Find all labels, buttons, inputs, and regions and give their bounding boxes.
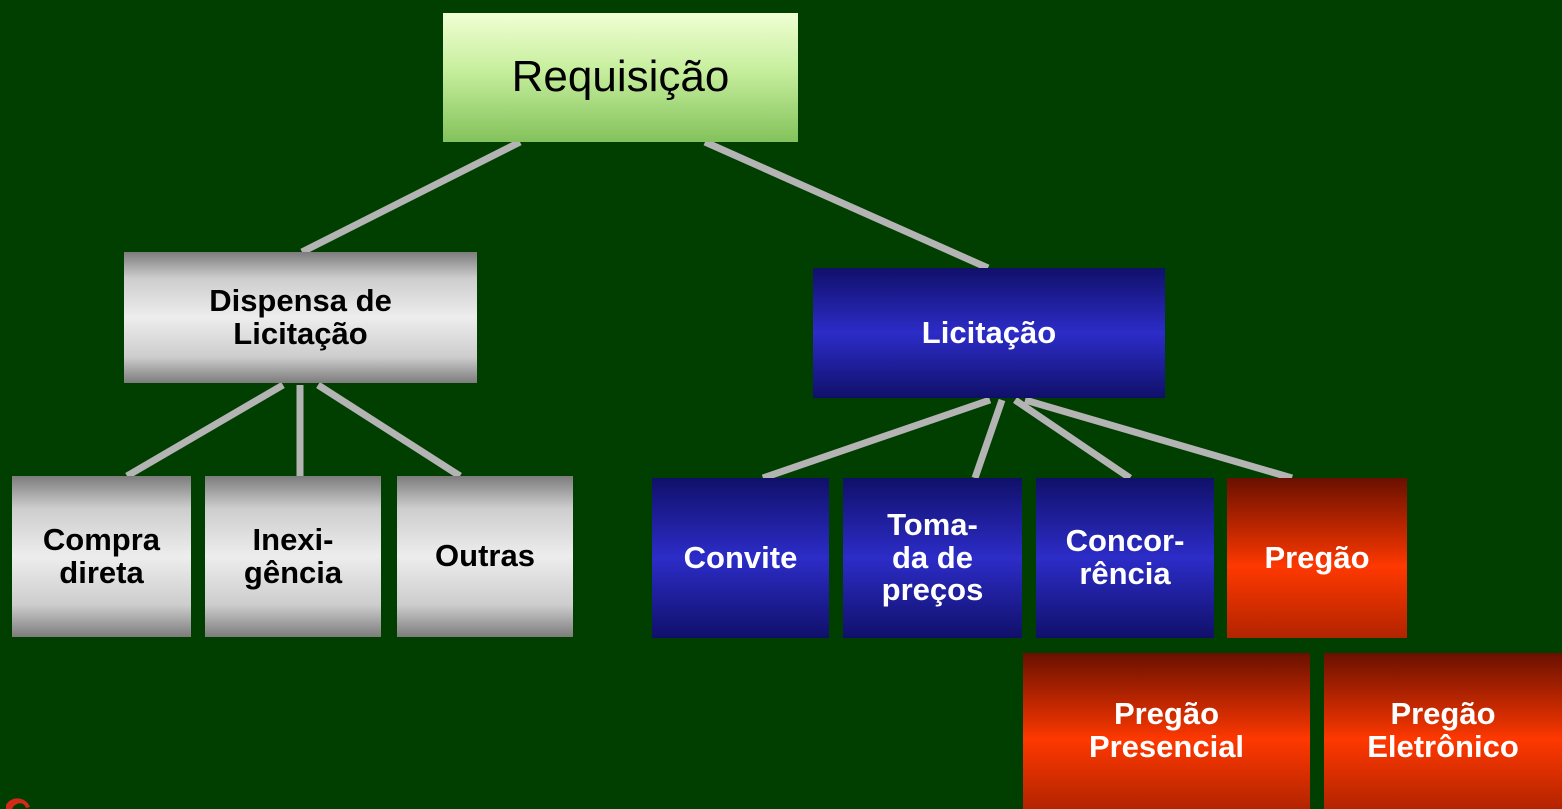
- logo-mark: [6, 798, 30, 809]
- node-concorrencia-label: Concor- rência: [1065, 523, 1185, 591]
- node-licitacao-label: Licitação: [921, 314, 1057, 350]
- node-compra-direta-label: Compra direta: [42, 521, 161, 590]
- node-pregao-eletronico-label: Pregão Eletrônico: [1367, 696, 1519, 764]
- connector-root-dispensa: [300, 138, 522, 256]
- node-tomada-de-precos: Toma- da de preços: [843, 478, 1022, 638]
- node-pregao-label: Pregão: [1264, 539, 1370, 575]
- connector-licitacao-concorrencia: [1013, 397, 1132, 481]
- node-dispensa-de-licitacao-label: Dispensa de Licitação: [209, 282, 392, 351]
- node-convite-label: Convite: [683, 539, 798, 575]
- node-pregao-eletronico: Pregão Eletrônico: [1324, 653, 1562, 809]
- connector-root-licitacao: [703, 138, 990, 272]
- connector-dispensa-outras: [316, 382, 462, 479]
- node-requisicao: Requisição: [443, 13, 798, 142]
- node-convite: Convite: [652, 478, 829, 638]
- connector-licitacao-convite: [761, 396, 992, 482]
- node-pregao-presencial: Pregão Presencial: [1023, 653, 1310, 809]
- node-tomada-de-precos-label: Toma- da de preços: [881, 507, 984, 608]
- node-outras-label: Outras: [435, 538, 535, 574]
- node-inexigencia: Inexi- gência: [205, 476, 381, 637]
- connector-licitacao-pregao: [1024, 396, 1293, 482]
- node-concorrencia: Concor- rência: [1036, 478, 1214, 638]
- node-pregao-presencial-label: Pregão Presencial: [1088, 696, 1245, 764]
- connector-licitacao-tomada: [971, 398, 1006, 480]
- node-requisicao-label: Requisição: [511, 52, 730, 102]
- node-licitacao: Licitação: [813, 268, 1165, 398]
- node-compra-direta: Compra direta: [12, 476, 191, 637]
- node-dispensa-de-licitacao: Dispensa de Licitação: [124, 252, 477, 383]
- node-outras: Outras: [397, 476, 573, 637]
- connector-dispensa-compra: [125, 381, 285, 480]
- node-pregao: Pregão: [1227, 478, 1407, 638]
- node-inexigencia-label: Inexi- gência: [243, 521, 343, 590]
